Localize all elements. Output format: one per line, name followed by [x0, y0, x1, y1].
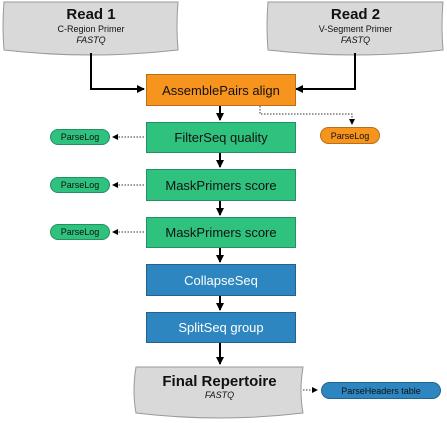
log-parselog-assemble-label: ParseLog	[330, 130, 370, 141]
step-maskprimers-1-label: MaskPrimers score	[165, 177, 277, 193]
log-parselog-maskprimers-2: ParseLog	[50, 224, 110, 240]
read2-title: Read 2	[330, 6, 381, 23]
read1-document-shape	[2, 1, 179, 56]
step-maskprimers-2: MaskPrimers score	[146, 217, 296, 248]
log-parseheaders-table: ParseHeaders table	[321, 382, 441, 399]
step-assemblepairs-label: AssemblePairs align	[162, 82, 280, 98]
step-splitseq: SplitSeq group	[146, 312, 296, 343]
step-assemblepairs: AssemblePairs align	[146, 74, 296, 106]
step-maskprimers-1: MaskPrimers score	[146, 169, 296, 201]
log-parseheaders-table-label: ParseHeaders table	[341, 385, 421, 396]
read1-input: Read 1 C-Region Primer FASTQ	[4, 6, 178, 46]
read1-title: Read 1	[66, 6, 116, 23]
read2-format: FASTQ	[340, 35, 371, 45]
step-collapseseq: CollapseSeq	[146, 264, 296, 296]
output-document-shape	[133, 366, 304, 419]
read1-primer: C-Region Primer	[57, 24, 125, 34]
read1-format: FASTQ	[76, 35, 106, 45]
read2-document-shape	[266, 1, 444, 56]
step-collapseseq-label: CollapseSeq	[184, 272, 258, 288]
log-connector-1	[259, 106, 355, 125]
step-filterseq: FilterSeq quality	[146, 122, 296, 153]
read1-connector	[90, 53, 145, 93]
output-format: FASTQ	[204, 390, 235, 400]
output-title: Final Repertoire	[162, 373, 277, 390]
step-maskprimers-2-label: MaskPrimers score	[165, 225, 277, 240]
log-parselog-filterseq-label: ParseLog	[60, 132, 100, 142]
read2-input: Read 2 V-Segment Primer FASTQ	[268, 6, 443, 46]
read2-primer: V-Segment Primer	[318, 24, 393, 34]
read2-connector	[295, 53, 356, 93]
log-parselog-assemble: ParseLog	[320, 127, 380, 144]
log-parselog-filterseq: ParseLog	[50, 129, 110, 145]
final-repertoire-output: Final Repertoire FASTQ	[136, 373, 303, 401]
log-parselog-maskprimers-1-label: ParseLog	[60, 180, 100, 190]
step-splitseq-label: SplitSeq group	[178, 320, 264, 335]
log-parselog-maskprimers-2-label: ParseLog	[60, 227, 100, 237]
log-parselog-maskprimers-1: ParseLog	[50, 177, 110, 193]
step-filterseq-label: FilterSeq quality	[174, 130, 268, 145]
